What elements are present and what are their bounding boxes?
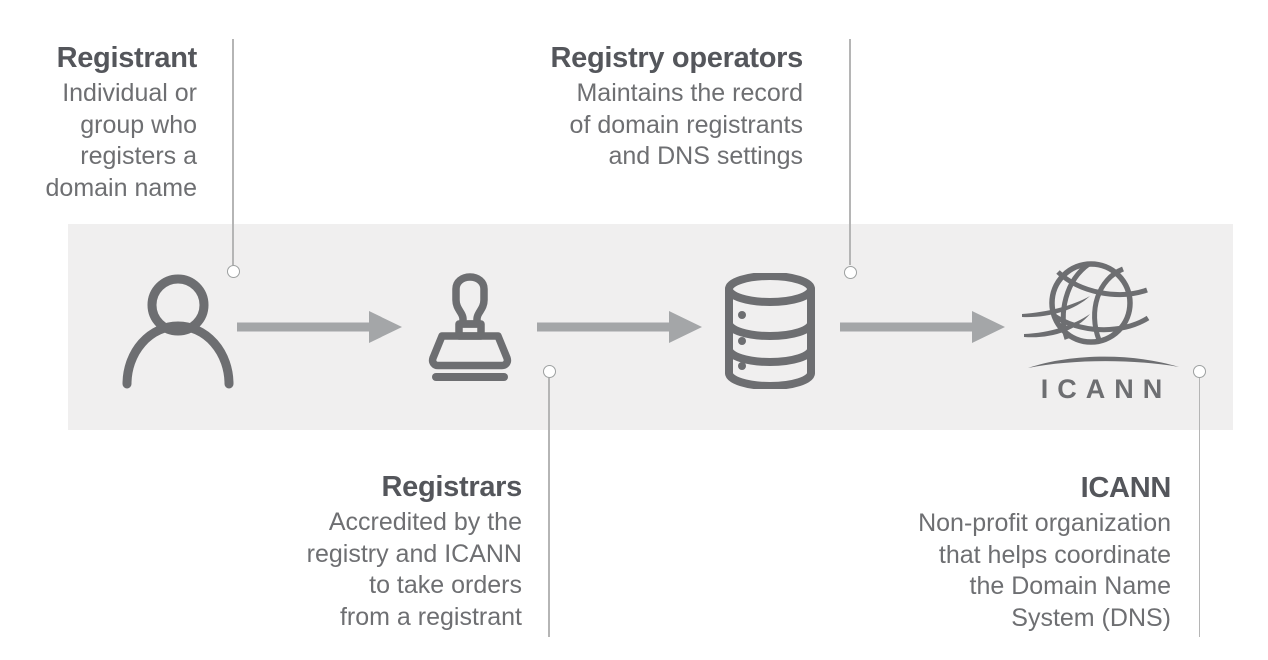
connector-dot-registry-operators — [843, 265, 857, 279]
label-registrant-desc-line: group who — [80, 110, 197, 139]
label-icann-desc-line: the Domain Name — [969, 572, 1171, 600]
flow-arrow-1 — [237, 311, 402, 343]
connector-line-registry-operators — [849, 39, 851, 265]
connector-line-registrars — [548, 377, 550, 637]
label-registrant: Registrant Individual or group who regis… — [45, 41, 198, 204]
connector-dot-registrars — [542, 364, 556, 378]
label-registrant-desc-line: Individual or — [62, 79, 197, 107]
connector-dot-registrant — [226, 265, 240, 278]
stamp-icon — [428, 273, 512, 381]
label-icann: ICANN Non-profit organization that helps… — [918, 471, 1171, 634]
icann-wordmark: ICANN — [1041, 374, 1172, 402]
flow-arrow-3 — [840, 311, 1005, 343]
label-registrars-desc-line: registry and ICANN — [306, 539, 522, 568]
label-icann-title: ICANN — [1080, 472, 1172, 504]
label-registry-operators: Registry operators Maintains the record … — [550, 41, 804, 173]
person-icon — [122, 274, 234, 389]
label-icann-desc-line: System (DNS) — [1011, 603, 1171, 632]
flow-arrow-2 — [537, 311, 702, 343]
connector-line-registrant — [232, 39, 234, 265]
label-registry-operators-desc-line: of domain registrants — [569, 110, 803, 139]
label-registry-operators-title: Registry operators — [550, 42, 804, 74]
label-registry-operators-desc-line: and DNS settings — [608, 142, 803, 170]
label-icann-desc-line: Non-profit organization — [918, 509, 1171, 537]
label-icann-desc-line: that helps coordinate — [938, 540, 1171, 569]
label-registrant-desc-line: domain name — [45, 173, 197, 202]
label-registrant-title: Registrant — [56, 42, 198, 74]
label-registrars-desc-line: from a registrant — [339, 602, 522, 631]
label-registrars-desc-line: to take orders — [369, 571, 522, 599]
label-registry-operators-desc-line: Maintains the record — [576, 79, 803, 107]
connector-line-icann — [1198, 377, 1201, 637]
label-registrant-desc-line: registers a — [80, 142, 197, 170]
label-registrars-title: Registrars — [381, 471, 523, 503]
icann-logo: ICANN — [1022, 261, 1179, 402]
label-registrars-desc-line: Accredited by the — [328, 508, 522, 536]
database-icon — [725, 273, 815, 389]
label-registrars: Registrars Accredited by the registry an… — [306, 470, 523, 633]
connector-dot-icann — [1193, 364, 1206, 378]
